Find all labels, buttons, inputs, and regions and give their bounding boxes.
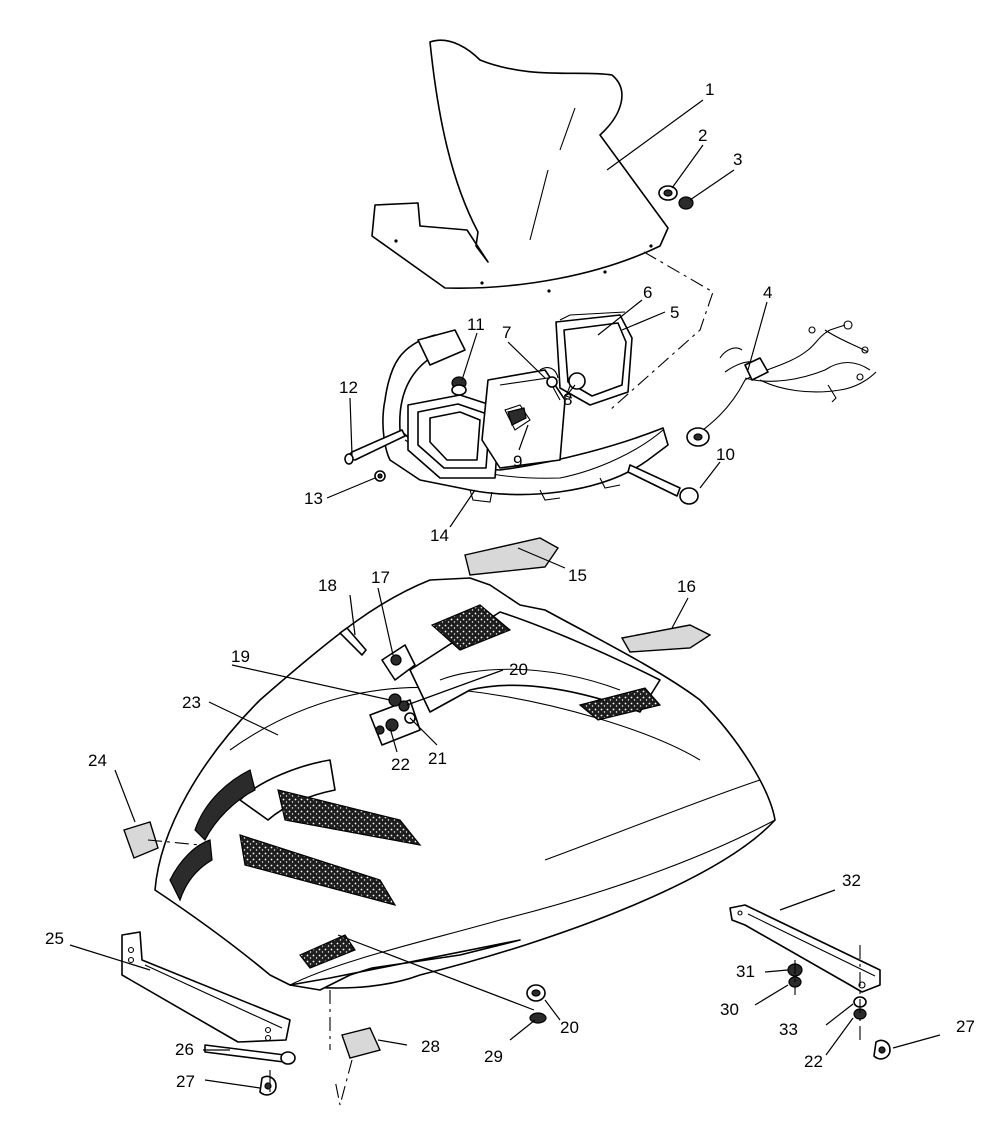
callout-20-lower: 20: [560, 1018, 579, 1037]
callout-22: 22: [391, 755, 410, 774]
assembly-line: [337, 934, 535, 1011]
decal-15: [464, 537, 560, 576]
bulb: [565, 372, 586, 399]
vent-upper-left: [430, 604, 512, 651]
bulb-clip: [539, 367, 559, 388]
headlight-lamp: [481, 369, 566, 469]
callout-10: 10: [716, 445, 735, 464]
bolt-26: [204, 1044, 296, 1065]
decal-16: [620, 624, 712, 653]
callout-19: 19: [231, 647, 250, 666]
nut-2: [658, 185, 678, 201]
clip-27-left: [259, 1075, 277, 1096]
callout-7: 7: [502, 323, 511, 342]
callout-13: 13: [304, 489, 323, 508]
callout-32: 32: [842, 871, 861, 890]
screw-18: [339, 627, 367, 656]
clip-27-right: [873, 1039, 891, 1060]
vent-nose: [299, 934, 356, 969]
vent-front-lower: [239, 834, 397, 906]
vent-upper-right: [578, 687, 662, 721]
callout-5: 5: [670, 303, 679, 322]
callout-29: 29: [484, 1047, 503, 1066]
callout-20: 20: [509, 660, 528, 679]
assembly-line: [147, 839, 201, 846]
washer-3: [678, 196, 694, 210]
mount-bracket-17: [381, 644, 416, 681]
assembly-line: [334, 1059, 353, 1106]
callout-33: 33: [779, 1020, 798, 1039]
callout-26: 26: [175, 1040, 194, 1059]
callout-3: 3: [733, 150, 742, 169]
callout-28: 28: [421, 1037, 440, 1056]
panel-flap: [417, 329, 466, 366]
bracket-32: [729, 904, 881, 993]
nut-13: [374, 470, 386, 482]
screw-12: [344, 429, 406, 465]
callout-18: 18: [318, 576, 337, 595]
callout-4: 4: [763, 283, 772, 302]
callout-11: 11: [467, 315, 485, 334]
callout-6: 6: [643, 283, 652, 302]
bracket-25: [121, 931, 291, 1043]
windshield: [371, 39, 669, 293]
hood: [154, 577, 776, 991]
grommet-11: [451, 376, 467, 396]
callout-17: 17: [371, 568, 390, 587]
callout-21: 21: [428, 749, 447, 768]
callout-15: 15: [568, 566, 587, 585]
callout-24: 24: [88, 751, 107, 770]
callout-27-left: 27: [176, 1072, 195, 1091]
callout-12: 12: [339, 378, 358, 397]
callout-14: 14: [430, 526, 449, 545]
callout-8: 8: [563, 390, 572, 409]
callout-22-lower: 22: [804, 1052, 823, 1071]
assembly-line: [609, 251, 714, 411]
callout-2: 2: [698, 126, 707, 145]
callouts: 1 2 3 4 5 6 7 8 9 10 11 12 13 14 15 16 1…: [45, 80, 975, 1091]
side-pad-24: [123, 821, 159, 859]
nut-20-lower: [526, 984, 546, 1002]
callout-31: 31: [736, 962, 755, 981]
callout-9: 9: [513, 452, 522, 471]
callout-25: 25: [45, 929, 64, 948]
callout-1: 1: [705, 80, 714, 99]
vent-front-upper: [277, 789, 422, 846]
leader-lines: [69, 99, 941, 1089]
front-pad-28: [341, 1027, 381, 1059]
callout-16: 16: [677, 577, 696, 596]
callout-23: 23: [182, 693, 201, 712]
wiring-harness: [686, 320, 877, 447]
headlight-frame: [407, 394, 501, 479]
bolt-10: [627, 464, 699, 505]
callout-30: 30: [720, 1000, 739, 1019]
callout-27-right: 27: [956, 1017, 975, 1036]
